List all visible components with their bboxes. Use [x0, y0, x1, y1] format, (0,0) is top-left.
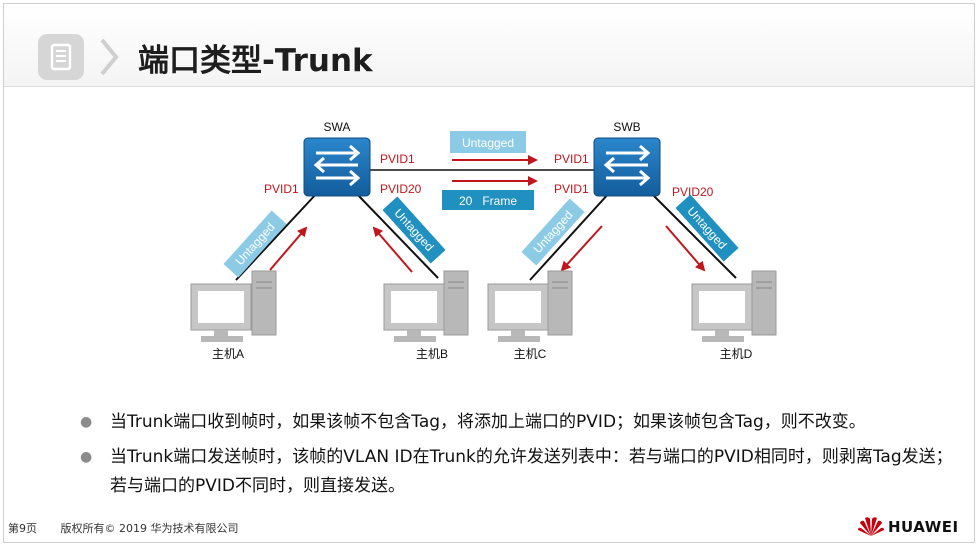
- slide-frame: [3, 3, 975, 543]
- untagged-tag-host-a: Untagged: [223, 210, 287, 278]
- untagged-tag-top: [450, 131, 526, 153]
- host-d-computer-icon: [691, 270, 777, 342]
- document-icon: [38, 34, 84, 80]
- bullet-dot: ●: [80, 449, 93, 465]
- bullet-text: 当Trunk端口收到帧时，如果该帧不包含Tag，将添加上端口的PVID；如果该帧…: [110, 412, 866, 432]
- slide-header: [4, 4, 974, 86]
- frame-tag: [442, 190, 534, 210]
- huawei-logo-icon: [857, 515, 885, 541]
- bullet-list: ● 当Trunk端口收到帧时，如果该帧不包含Tag，将添加上端口的PVID；如果…: [80, 408, 960, 501]
- port-label-swa-right-top: PVID1: [380, 152, 415, 166]
- svg-text:Untagged: Untagged: [391, 206, 436, 254]
- host-b-computer-icon: [383, 270, 469, 342]
- svg-text:Untagged: Untagged: [684, 204, 729, 252]
- bullet-text: 当Trunk端口发送帧时，该帧的VLAN ID在Trunk的允许发送列表中：若与…: [110, 447, 953, 496]
- link-swb-hostd: [649, 191, 737, 279]
- arrow-host-a: [269, 226, 308, 271]
- port-label-swb-left-top: PVID1: [554, 152, 589, 166]
- port-label-swa-right-bottom: PVID20: [380, 182, 422, 196]
- trunk-diagram: SWA SWB PVID1 PVID1 PVID20 PVID1 PVID1 P…: [190, 120, 777, 361]
- bullet-item: ● 当Trunk端口收到帧时，如果该帧不包含Tag，将添加上端口的PVID；如果…: [80, 408, 960, 437]
- bullet-item: ● 当Trunk端口发送帧时，该帧的VLAN ID在Trunk的允许发送列表中：…: [80, 443, 960, 501]
- host-b-label: 主机B: [416, 347, 448, 361]
- brand-name: HUAWEI: [888, 518, 959, 536]
- arrow-host-c: [560, 225, 603, 272]
- header-divider: [4, 86, 974, 87]
- copyright: 版权所有© 2019 华为技术有限公司: [60, 522, 239, 535]
- arrow-host-d: [665, 225, 706, 272]
- switch-swb: [593, 137, 661, 197]
- link-swa-hosta: [235, 191, 319, 281]
- swb-label: SWB: [613, 120, 640, 134]
- switch-swa: [303, 137, 371, 197]
- port-label-swb-left-bottom: PVID1: [554, 182, 589, 196]
- page-title: 端口类型-Trunk: [138, 43, 373, 79]
- port-label-swa-left: PVID1: [264, 182, 299, 196]
- bullet-dot: ●: [80, 414, 93, 430]
- chevron-right-icon: [96, 34, 122, 84]
- frame-tag-label: 20 Frame: [459, 194, 517, 208]
- host-a-label: 主机A: [212, 347, 244, 361]
- untagged-tag-top-label: Untagged: [462, 136, 514, 150]
- host-a-computer-icon: [190, 270, 277, 342]
- port-label-swb-right: PVID20: [672, 185, 714, 199]
- arrow-host-b: [372, 226, 413, 273]
- page-number: 第9页: [8, 522, 37, 535]
- host-d-label: 主机D: [720, 347, 753, 361]
- host-c-label: 主机C: [514, 347, 547, 361]
- link-swa-hostb: [354, 191, 439, 279]
- host-c-computer-icon: [487, 270, 573, 342]
- footer: 第9页 版权所有© 2019 华为技术有限公司: [8, 520, 259, 536]
- swa-label: SWA: [324, 120, 351, 134]
- link-swb-hostc: [529, 191, 611, 281]
- svg-text:Untagged: Untagged: [530, 208, 575, 256]
